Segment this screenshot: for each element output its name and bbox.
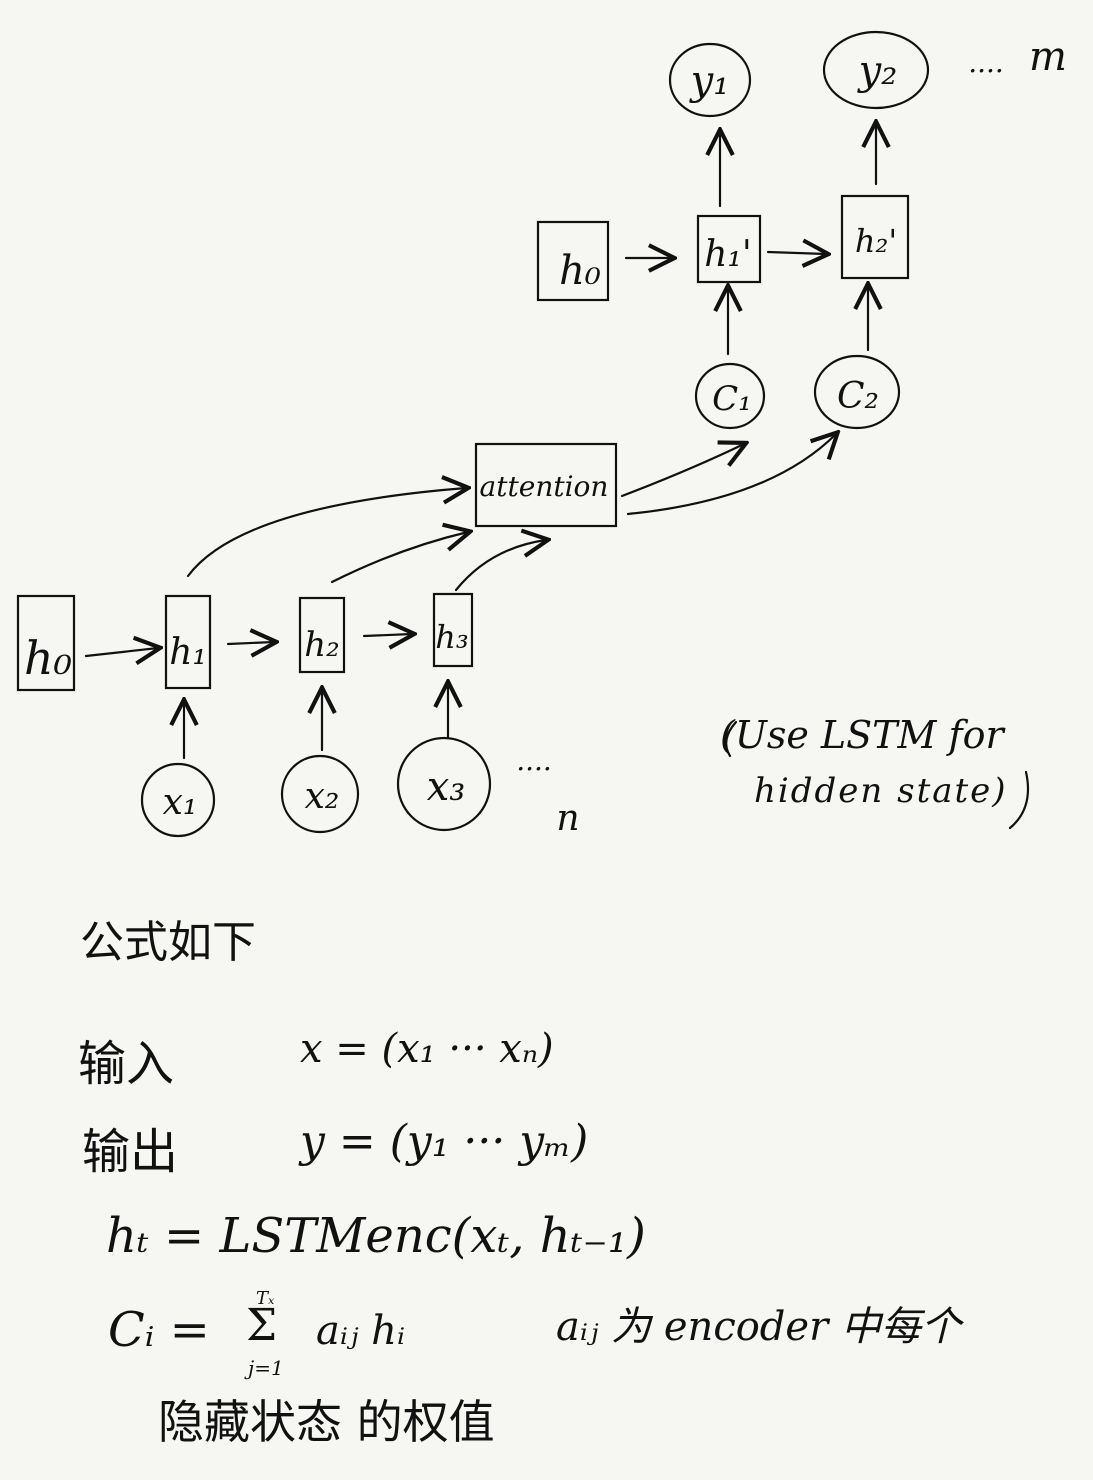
attention-box [474, 442, 618, 528]
arrow-h2-to-h3 [362, 634, 412, 636]
decoder-output-ellipsis: .... [968, 46, 1004, 79]
encoder-init-state-box [16, 594, 76, 692]
context-label-1: C₁ [712, 379, 752, 419]
note-bracket-right [1008, 770, 1030, 830]
encoder-state-label-1: h₁ [169, 632, 207, 673]
arrow-h3-to-attention [454, 540, 546, 592]
encoder-input-node-3 [396, 736, 492, 832]
encoder-state-box-2 [298, 596, 346, 674]
decoder-init-state-label: h₀ [559, 248, 601, 294]
formula-heading: 公式如下 [80, 917, 256, 968]
arrow-h1-to-h2 [226, 642, 274, 644]
encoder-input-label-2: x₂ [305, 776, 340, 817]
context-node-1 [694, 362, 766, 430]
encoder-input-node-1 [140, 762, 216, 838]
note-line-2: hidden state) [754, 771, 1008, 811]
arrow-h1-to-attention [186, 488, 466, 578]
input-label: 输入 [78, 1036, 175, 1092]
encoder-input-label-1: x₁ [163, 782, 198, 823]
context-sum-symbol: Σ [246, 1300, 278, 1351]
decoder-state-label-1: h₁' [704, 234, 752, 275]
context-formula-rhs: aᵢⱼ hᵢ [316, 1308, 405, 1354]
output-label: 输出 [82, 1124, 179, 1180]
hidden-state-formula: hₜ = LSTMenc(xₜ, hₜ₋₁) [106, 1208, 646, 1264]
decoder-state-label-2: h₂' [855, 222, 897, 260]
encoder-state-label-3: h₃ [435, 618, 468, 656]
context-sum-bottom: j=1 [248, 1356, 284, 1380]
output-expression: y = (y₁ ··· yₘ) [300, 1116, 589, 1167]
decoder-output-node-1 [668, 42, 752, 118]
decoder-state-box-2 [840, 194, 910, 280]
attention-label: attention [480, 470, 609, 503]
weight-description-line-1: aᵢⱼ 为 encoder 中每个 [556, 1304, 961, 1350]
encoder-state-box-1 [164, 594, 212, 690]
decoder-output-label-2: y₂ [857, 48, 898, 94]
note-line-1: (Use LSTM for [720, 713, 1006, 757]
encoder-input-node-2 [280, 754, 360, 834]
context-node-2 [813, 354, 901, 430]
decoder-output-label-1: y₁ [689, 58, 730, 104]
arrow-h1dec-to-h2dec [766, 252, 826, 254]
encoder-state-box-3 [432, 592, 474, 668]
encoder-input-count: n [556, 798, 579, 839]
decoder-output-count: m [1029, 34, 1067, 80]
decoder-output-node-2 [822, 30, 930, 110]
context-sum-top: Tₓ [256, 1288, 275, 1309]
encoder-input-label-3: x₃ [427, 764, 466, 810]
arrow-attention-to-c2 [626, 434, 836, 516]
note-bracket-left [725, 720, 738, 758]
encoder-state-label-2: h₂ [304, 625, 340, 665]
encoder-init-state-label: h₀ [24, 631, 72, 685]
decoder-state-box-1 [696, 214, 762, 284]
context-formula-lhs: Cᵢ = [108, 1302, 210, 1358]
decoder-init-state-box [536, 220, 610, 302]
weight-description-line-2: 隐藏状态 的权值 [158, 1395, 495, 1449]
input-expression: x = (x₁ ··· xₙ) [300, 1026, 554, 1072]
arrow-h0-to-h1 [84, 648, 158, 656]
encoder-input-ellipsis: .... [516, 744, 552, 777]
context-label-2: C₂ [837, 376, 879, 417]
arrow-attention-to-c1 [620, 444, 744, 498]
arrow-h2-to-attention [330, 532, 468, 584]
